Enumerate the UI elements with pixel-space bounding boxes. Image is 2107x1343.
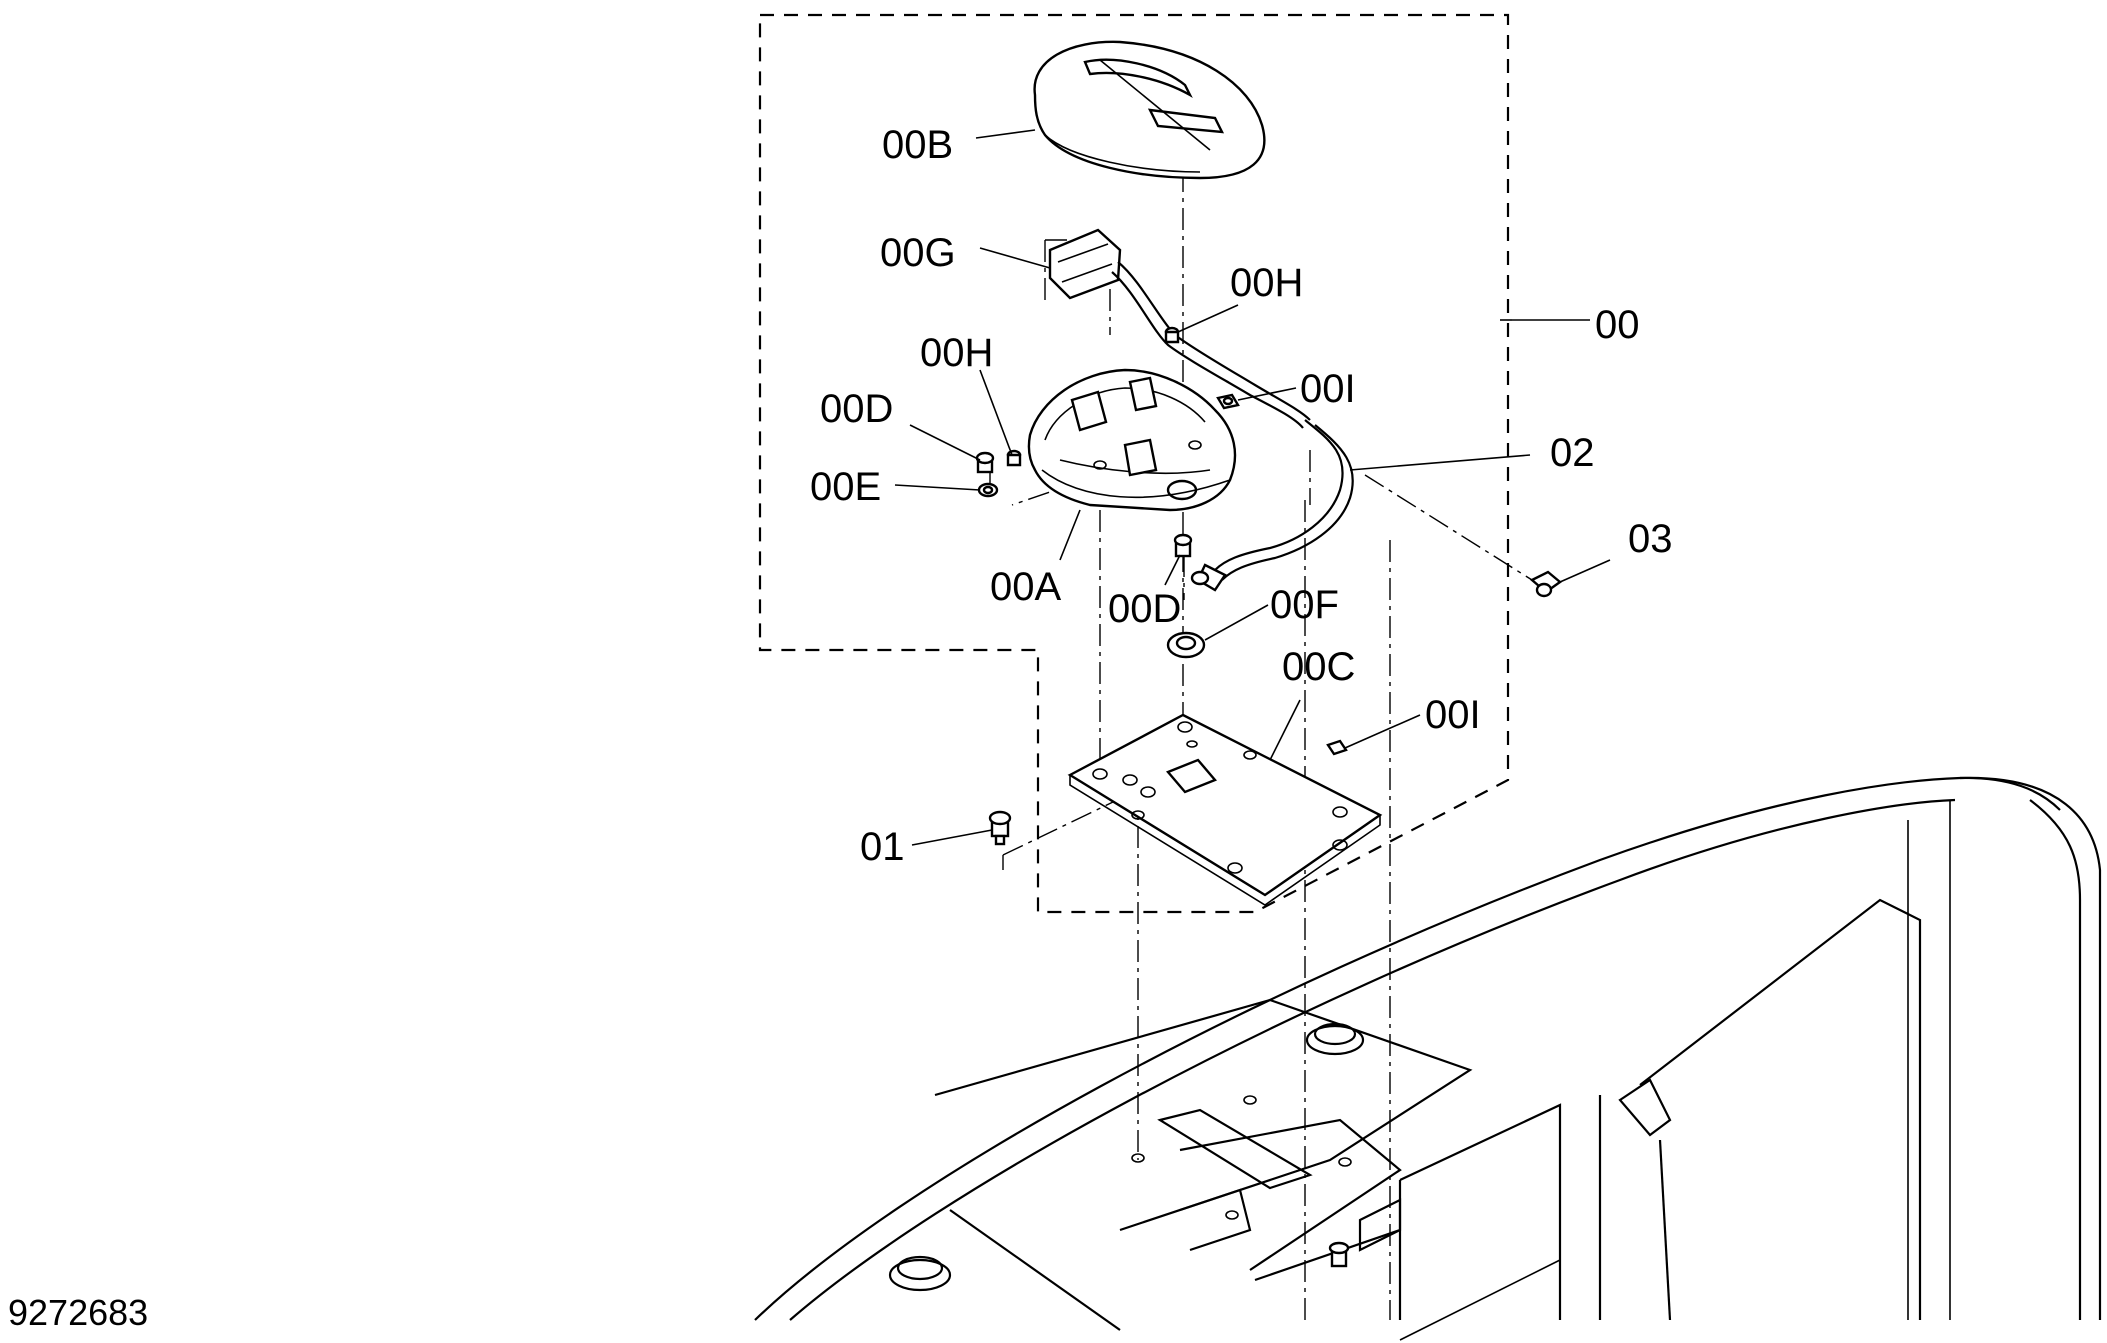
label-01: 01 bbox=[860, 825, 905, 869]
fasteners bbox=[975, 326, 1562, 846]
assembly-boundary bbox=[758, 13, 1510, 914]
leader-lines bbox=[894, 129, 1611, 846]
base-part-00A bbox=[1027, 368, 1237, 512]
label-03: 03 bbox=[1628, 517, 1673, 561]
label-00B: 00B bbox=[882, 123, 953, 167]
cover-part-00B bbox=[1033, 40, 1266, 180]
label-00-assembly: 00 bbox=[1595, 303, 1640, 347]
label-00F: 00F bbox=[1270, 583, 1339, 627]
label-00G: 00G bbox=[880, 231, 956, 275]
label-00I-lower: 00I bbox=[1425, 693, 1481, 737]
label-00A: 00A bbox=[990, 565, 1061, 609]
label-00D-left: 00D bbox=[820, 387, 893, 431]
label-00E: 00E bbox=[810, 465, 881, 509]
part-labels: 00B 00G 00H 00 00H 00I 00D 02 00E 03 00A… bbox=[810, 123, 1673, 869]
label-00I-upper: 00I bbox=[1300, 367, 1356, 411]
label-00H-upper: 00H bbox=[1230, 261, 1303, 305]
label-00D-lower: 00D bbox=[1108, 587, 1181, 631]
label-00H-left: 00H bbox=[920, 331, 993, 375]
label-00C: 00C bbox=[1282, 645, 1355, 689]
connector-part-00G bbox=[1048, 228, 1311, 429]
plate-part-00C bbox=[1067, 713, 1383, 906]
cab-roof bbox=[754, 776, 2102, 1341]
label-02: 02 bbox=[1550, 431, 1595, 475]
document-number: 9272683 bbox=[8, 1292, 148, 1333]
cable-harness bbox=[1190, 419, 1354, 592]
